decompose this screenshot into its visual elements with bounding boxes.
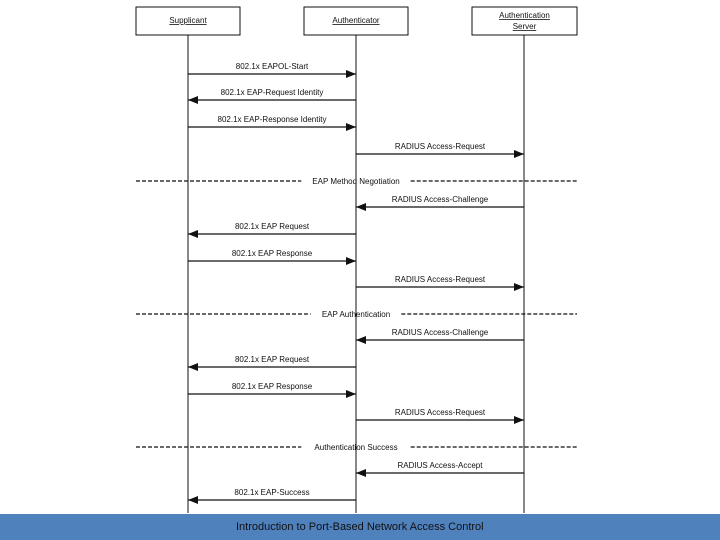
message-label: 802.1x EAP-Request Identity [221, 88, 324, 97]
participant-box-supplicant [135, 6, 241, 36]
message-label: RADIUS Access-Challenge [392, 195, 489, 204]
message-label: 802.1x EAP Response [232, 249, 313, 258]
message-label: 802.1x EAPOL-Start [236, 62, 309, 71]
sequence-diagram: Supplicant Authenticator AuthenticationSer… [135, 6, 578, 513]
participant-box-authenticator [303, 6, 409, 36]
message-label: 802.1x EAP-Response Identity [218, 115, 327, 124]
message-label: RADIUS Access-Challenge [392, 328, 489, 337]
phase-divider-label: Authentication Success [314, 443, 397, 452]
participant-box-server [471, 6, 578, 36]
message-label: 802.1x EAP-Success [234, 488, 309, 497]
message-label: 802.1x EAP Request [235, 222, 310, 231]
participant-label-server: Server [513, 22, 537, 31]
phase-divider-label: EAP Authentication [322, 310, 390, 319]
participant-label-authenticator: Authenticator [332, 16, 379, 25]
message-label: 802.1x EAP Request [235, 355, 310, 364]
message-label: RADIUS Access-Request [395, 142, 486, 151]
message-label: RADIUS Access-Request [395, 408, 486, 417]
message-label: 802.1x EAP Response [232, 382, 313, 391]
message-label: RADIUS Access-Accept [398, 461, 484, 470]
message-label: RADIUS Access-Request [395, 275, 486, 284]
footer-caption: Introduction to Port-Based Network Acces… [236, 521, 484, 533]
footer-bar: Introduction to Port-Based Network Acces… [0, 514, 720, 540]
participant-label-supplicant: Supplicant [169, 16, 207, 25]
participant-label-server: Authentication [499, 11, 550, 20]
phase-divider-label: EAP Method Negotiation [312, 177, 399, 186]
